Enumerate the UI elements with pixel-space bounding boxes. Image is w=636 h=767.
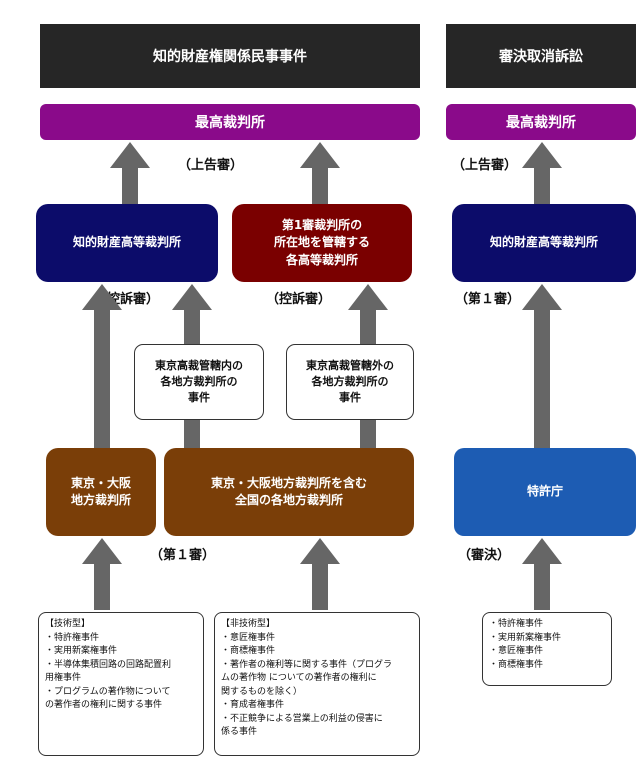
label-first-instance-right: （第１審） [455,292,521,307]
regional-high-courts: 第1審裁判所の 所在地を管轄する 各高等裁判所 [232,204,412,282]
list-technical-cases: 【技術型】 ・特許権事件 ・実用新案権事件 ・半導体集積回路の回路配置利 用権事… [38,612,204,756]
japan-patent-office: 特許庁 [454,448,636,536]
tokyo-osaka-district-court: 東京・大阪 地方裁判所 [46,448,156,536]
supreme-court-left: 最高裁判所 [40,104,420,140]
label-shinketsu: （審決） [458,548,511,563]
label-jokoku-right: （上告審） [452,158,518,173]
arrow-tokyo-osaka-to-ip-high [82,284,122,448]
header-ip-civil-cases: 知的財産権関係民事事件 [40,24,420,88]
arrow-jpo-to-ip-high [522,284,562,448]
ip-high-court-right: 知的財産高等裁判所 [452,204,636,282]
ip-high-court-left: 知的財産高等裁判所 [36,204,218,282]
note-inside-tokyo-high: 東京高裁管轄内の 各地方裁判所の 事件 [134,344,264,420]
arrow-ip-high-to-supreme [110,142,150,204]
arrow-non-technical-to-district [300,538,340,610]
national-district-courts: 東京・大阪地方裁判所を含む 全国の各地方裁判所 [164,448,414,536]
arrow-technical-to-district [82,538,122,610]
note-outside-tokyo-high: 東京高裁管轄外の 各地方裁判所の 事件 [286,344,414,420]
arrow-national-to-regional-high-lower [348,418,388,448]
label-jokoku-left: （上告審） [178,158,244,173]
supreme-court-right: 最高裁判所 [446,104,636,140]
arrow-cases-to-jpo [522,538,562,610]
header-appeal-suits: 審決取消訴訟 [446,24,636,88]
arrow-national-to-ip-high-lower [172,418,212,448]
list-jpo-cases: ・特許権事件 ・実用新案権事件 ・意匠権事件 ・商標権事件 [482,612,612,686]
label-koso-right: （控訴審） [266,292,332,307]
label-first-instance-mid: （第１審） [150,548,216,563]
arrow-regional-high-to-supreme [300,142,340,204]
arrow-national-to-ip-high [172,284,212,344]
arrow-right-ip-high-to-supreme [522,142,562,204]
list-non-technical-cases: 【非技術型】 ・意匠権事件 ・商標権事件 ・著作者の権利等に関する事件（プログラ… [214,612,420,756]
arrow-national-to-regional-high [348,284,388,344]
